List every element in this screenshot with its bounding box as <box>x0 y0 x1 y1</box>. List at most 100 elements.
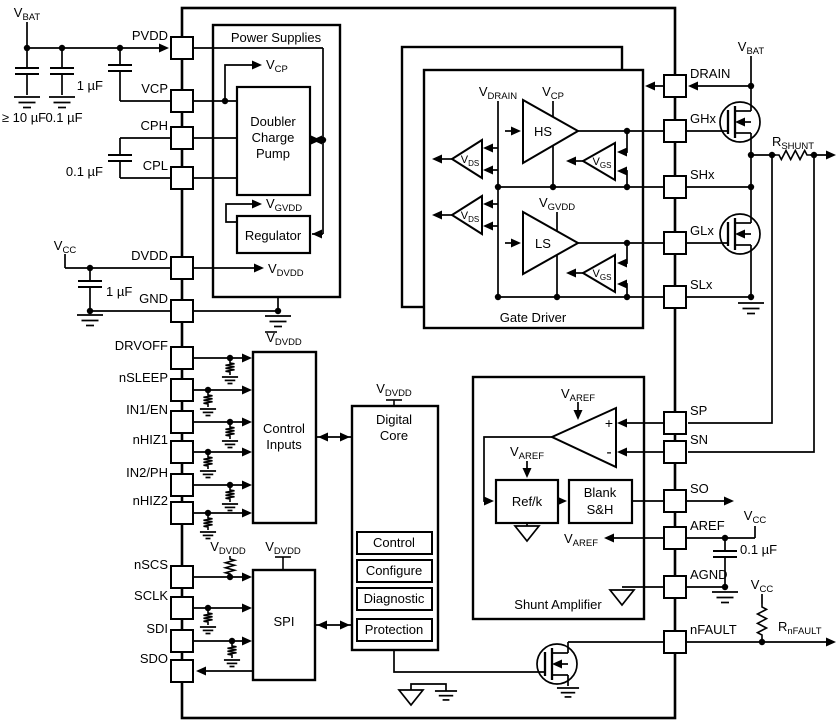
label-sub: nFAULT <box>787 626 821 637</box>
resistor-icon <box>227 643 237 658</box>
block-title-spi: SPI <box>274 614 295 629</box>
arrowhead-icon <box>340 432 350 442</box>
cap-label-01uf-aref: 0.1 µF <box>740 542 777 557</box>
arrowhead-icon <box>617 447 627 457</box>
resistor-icon <box>203 610 213 625</box>
label-vcc-left: VCC <box>54 238 77 256</box>
label-sub: DVDD <box>275 337 302 348</box>
label-vcc-aref: VCC <box>744 508 767 526</box>
pin-glx <box>663 231 687 255</box>
junction-dot <box>204 448 212 456</box>
label-sub: GS <box>600 161 612 170</box>
pin-aref <box>663 526 687 550</box>
arrowhead-icon <box>242 603 252 613</box>
junction-dot <box>494 293 502 301</box>
arrowhead-icon <box>604 533 614 543</box>
pin-label-gnd: GND <box>139 291 168 306</box>
label-sub: DS <box>468 215 479 224</box>
arrowhead-icon <box>159 43 169 53</box>
junction-dot <box>226 481 234 489</box>
pin-label-cph: CPH <box>141 118 168 133</box>
label-vdvdd-ci: VDVDD <box>266 330 302 348</box>
label-sub: AREF <box>573 538 599 549</box>
label-sub: BAT <box>22 12 40 23</box>
junction-dot <box>228 637 236 645</box>
pin-so <box>663 489 687 513</box>
arrowhead-icon <box>826 637 836 647</box>
label-vbat-right: VBAT <box>738 39 765 57</box>
label-vdvdd-spi: VDVDD <box>265 539 301 557</box>
resistor-icon <box>225 487 235 502</box>
block-spi <box>251 568 317 682</box>
pin-label-drain: DRAIN <box>690 66 730 81</box>
resistor-icon <box>222 556 238 577</box>
arrowhead-icon <box>242 636 252 646</box>
opamp-minus-label: - <box>606 444 611 461</box>
cap-label-1uf-vcp: 1 µF <box>77 78 103 93</box>
pin-drain <box>663 74 687 98</box>
arrowhead-icon <box>617 147 627 157</box>
label-main: V <box>266 330 275 345</box>
arrowhead-icon <box>573 410 583 420</box>
label-main: V <box>564 531 573 546</box>
arrowhead-icon <box>566 156 576 166</box>
block-title-digital-core: Core <box>380 428 408 443</box>
arrowhead-icon <box>617 166 627 176</box>
arrowhead-icon <box>242 417 252 427</box>
pin-pvdd <box>170 36 194 60</box>
arrowhead-icon <box>617 279 627 289</box>
block-core-diagnostic <box>356 587 433 611</box>
block-core-control <box>356 531 433 555</box>
pin-dvdd <box>170 256 194 280</box>
arrowhead-icon <box>483 221 493 231</box>
pin-label-nhiz1: nHIZ1 <box>133 432 168 447</box>
arrowhead-icon <box>254 263 264 273</box>
label-main: V <box>510 444 519 459</box>
label-sub: BAT <box>746 46 764 57</box>
vgs-amp-icon <box>581 141 616 182</box>
label-varef-refk: VAREF <box>510 444 544 462</box>
arrowhead-icon <box>252 199 262 209</box>
pin-cpl <box>170 166 194 190</box>
label-main: R <box>772 134 781 149</box>
arrowhead-icon <box>483 143 493 153</box>
pin-in1-en <box>170 410 194 434</box>
resistor-icon <box>203 515 213 530</box>
arrowhead-icon <box>557 496 567 506</box>
label-main: V <box>593 268 601 280</box>
pin-label-pvdd: PVDD <box>132 28 168 43</box>
pin-label-sdi: SDI <box>146 621 168 636</box>
hs-driver-icon <box>522 98 581 165</box>
label-main: V <box>542 84 551 99</box>
pin-label-in1-en: IN1/EN <box>126 402 168 417</box>
label-sub: GVDD <box>275 203 303 214</box>
label-vdvdd-supply: VDVDD <box>268 261 304 279</box>
pin-label-vcp: VCP <box>141 81 168 96</box>
cap-label-10uf: ≥ 10 µF <box>2 110 46 125</box>
label-sub: DS <box>468 159 479 168</box>
block-title-regulator: Regulator <box>245 228 302 243</box>
arrowhead-icon <box>483 165 493 175</box>
label-vds-hi: VDS <box>461 154 479 168</box>
junction-dot <box>226 354 234 362</box>
pin-shx <box>663 175 687 199</box>
label-sub: SHUNT <box>781 141 814 152</box>
label-varef-opamp: VAREF <box>561 386 595 404</box>
opamp-plus-label: + <box>605 415 613 431</box>
resistor-icon <box>203 454 213 469</box>
label-sub: GS <box>600 273 612 282</box>
label-main: V <box>479 84 488 99</box>
pin-label-sn: SN <box>690 432 708 447</box>
label-vcp-gd: VCP <box>542 84 564 102</box>
label-main: V <box>461 210 469 222</box>
block-core-protection <box>356 618 433 642</box>
pin-drvoff <box>170 346 194 370</box>
label-sub: AREF <box>570 393 596 404</box>
block-title-control-inputs: Inputs <box>266 437 302 452</box>
vgs-amp-icon <box>581 253 616 294</box>
pin-cph <box>170 126 194 150</box>
arrowhead-icon <box>617 418 627 428</box>
label-sub: CC <box>752 515 766 526</box>
pin-in2-ph <box>170 473 194 497</box>
